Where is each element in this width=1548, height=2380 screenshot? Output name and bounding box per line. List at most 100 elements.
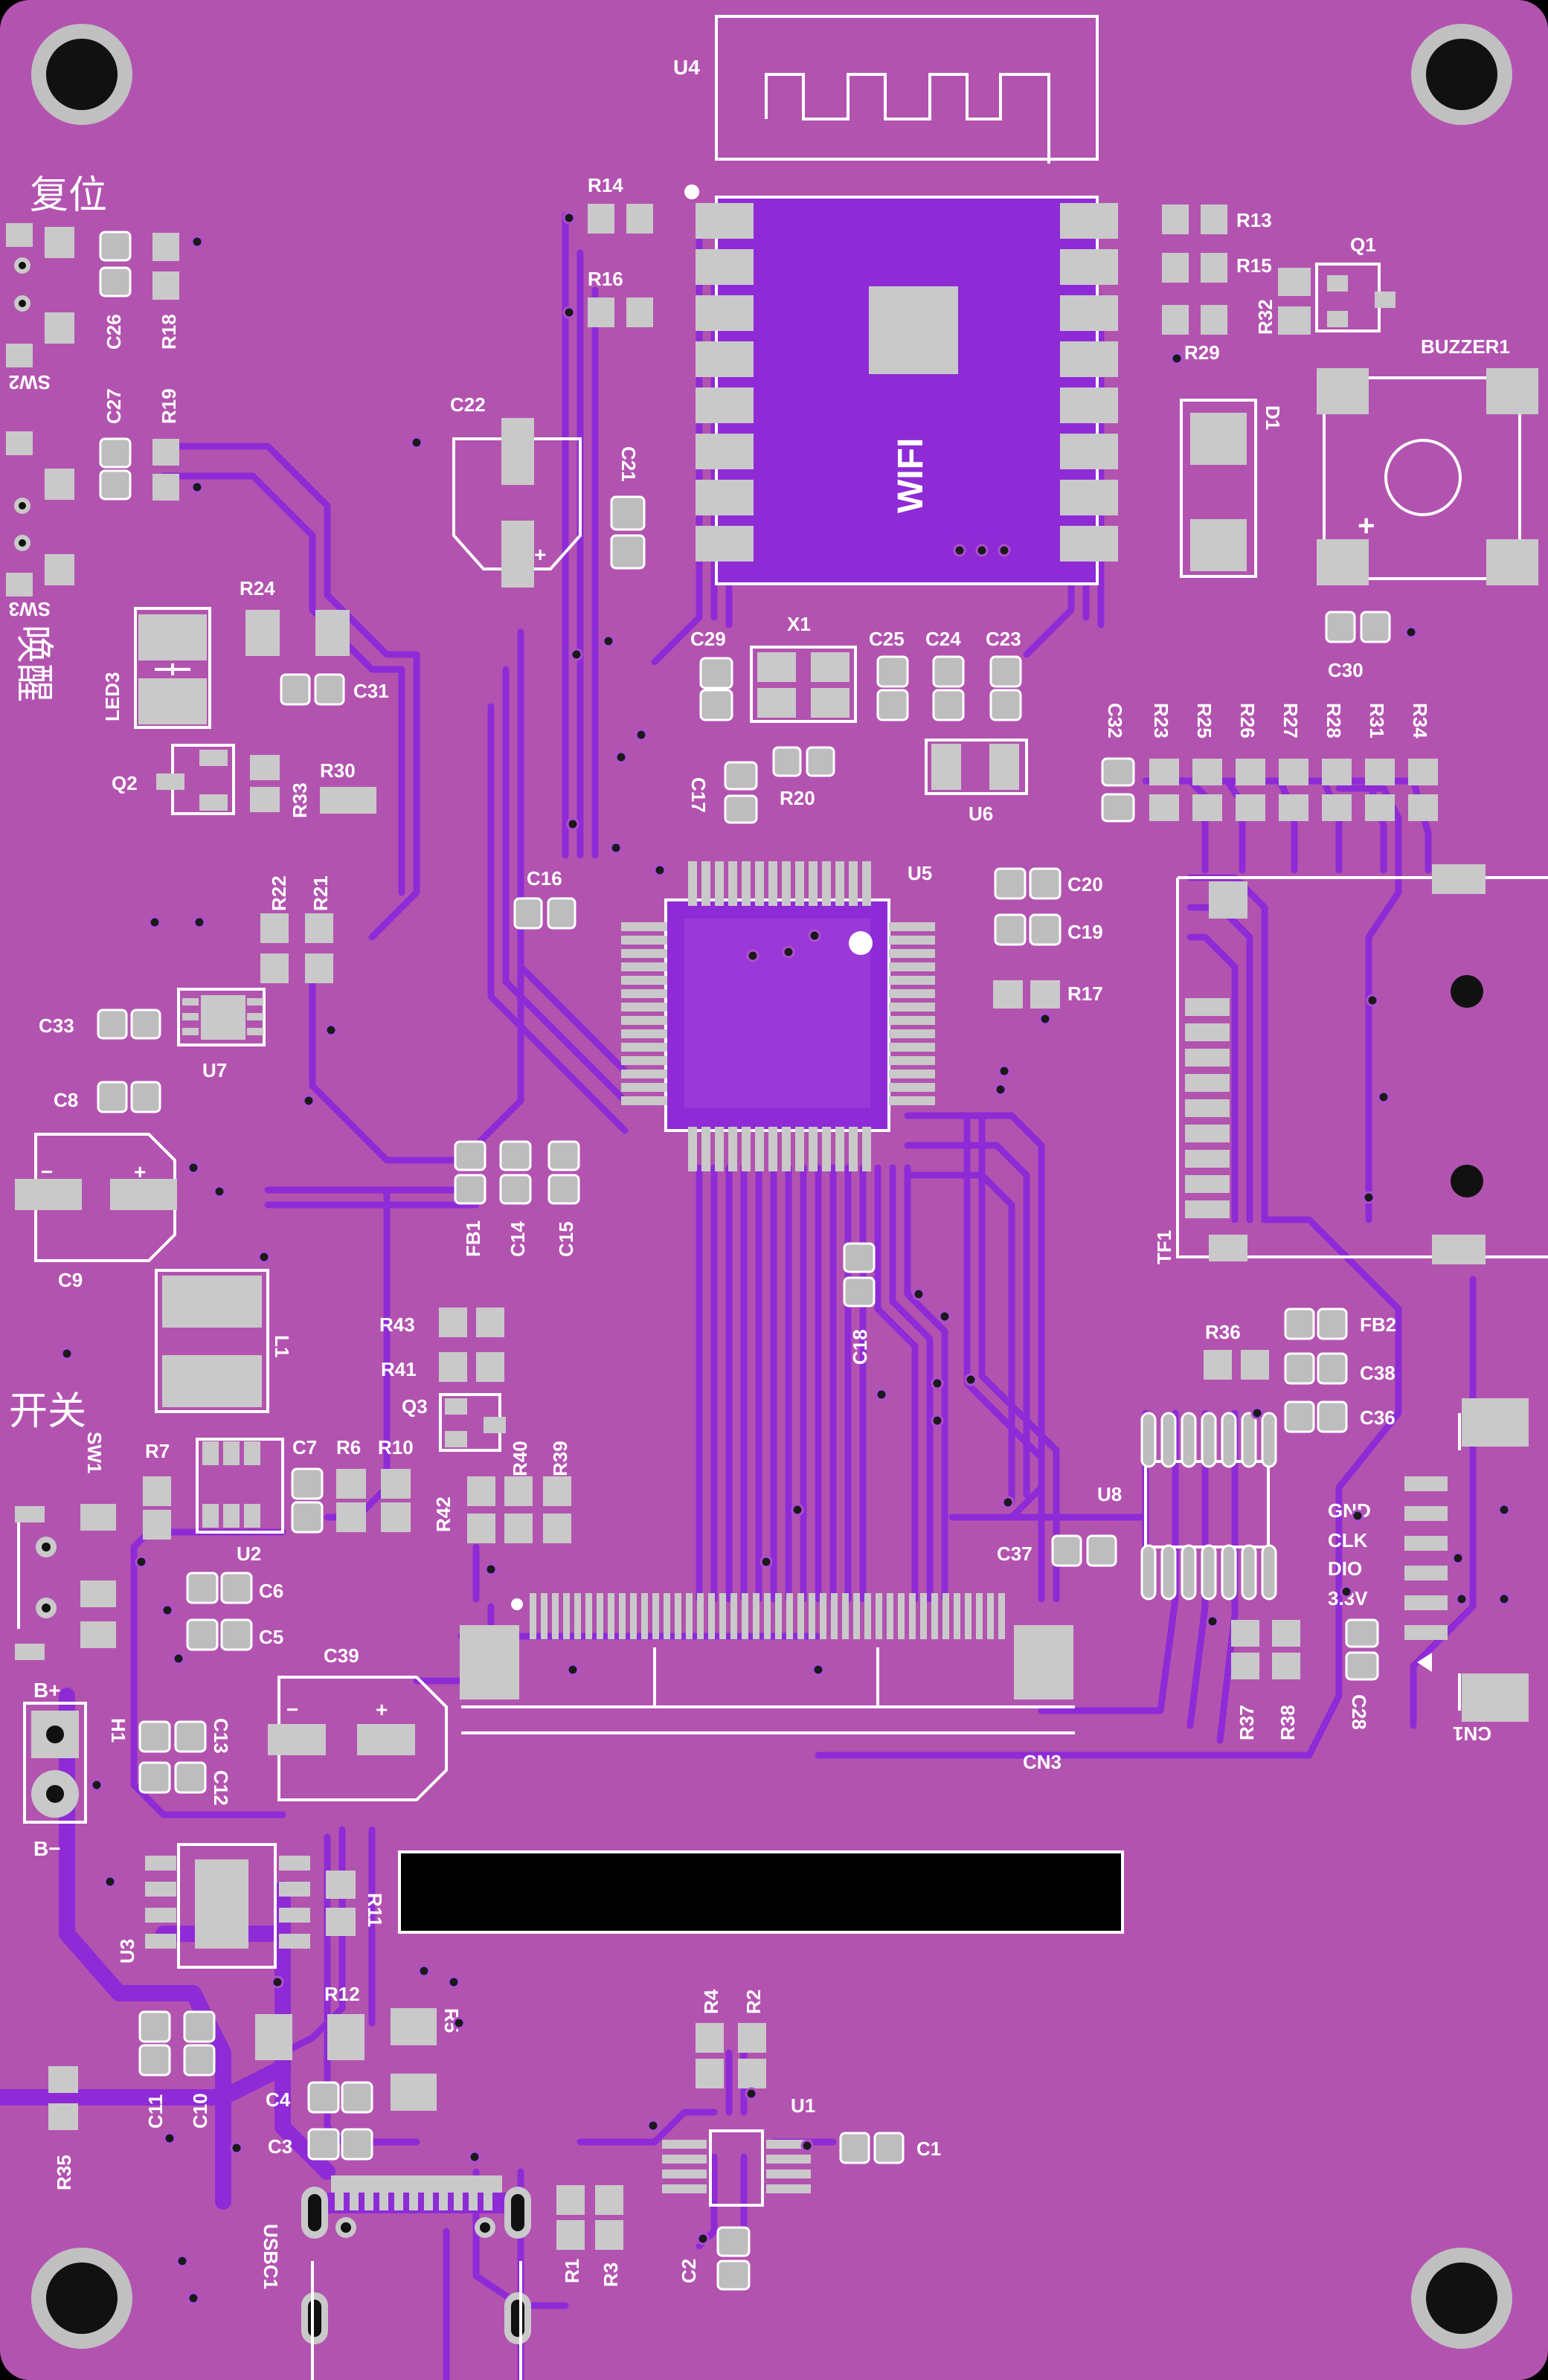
- u1-area: R4 R2 U1 C1 R1 R3 C2: [556, 1989, 941, 2291]
- designator-c33: C33: [39, 1014, 74, 1037]
- svg-text:+: +: [134, 1160, 146, 1183]
- designator-r19: R19: [158, 388, 180, 424]
- designator-c39: C39: [324, 1644, 359, 1667]
- designator-buzzer1: BUZZER1: [1421, 335, 1510, 358]
- u8-area: R36 FB2 C38 C36 U8 C37: [997, 1308, 1396, 1601]
- usb-c-connector: USBC1: [260, 2175, 531, 2380]
- designator-r7: R7: [145, 1440, 170, 1462]
- svg-text:+: +: [1358, 509, 1375, 542]
- buzzer: + BUZZER1: [1317, 335, 1538, 585]
- designator-u2: U2: [237, 1543, 261, 1565]
- designator-r3: R3: [600, 2262, 622, 2287]
- designator-cn3: CN3: [1023, 1751, 1062, 1773]
- designator-r39: R39: [549, 1441, 571, 1476]
- wifi-right-pads: [1060, 203, 1118, 562]
- designator-r12: R12: [324, 1983, 360, 2005]
- designator-r15: R15: [1236, 254, 1272, 277]
- designator-r41: R41: [381, 1358, 417, 1380]
- designator-q1: Q1: [1350, 234, 1376, 256]
- designator-r34: R34: [1409, 703, 1431, 739]
- label-reset: 复位: [30, 173, 107, 218]
- vias: [60, 211, 1511, 2305]
- designator-x1: X1: [787, 613, 811, 635]
- designator-c25: C25: [869, 628, 905, 650]
- designator-c6: C6: [259, 1580, 283, 1602]
- designator-c18: C18: [849, 1329, 871, 1365]
- designator-r22: R22: [268, 875, 290, 911]
- designator-c8: C8: [54, 1089, 78, 1111]
- designator-l1: L1: [271, 1335, 293, 1357]
- designator-c14: C14: [507, 1221, 529, 1257]
- u3-area: U3 R11: [116, 1843, 386, 1969]
- designator-r38: R38: [1276, 1705, 1299, 1740]
- designator-u1: U1: [791, 2094, 815, 2117]
- mcu-u5: U5: [621, 861, 935, 1171]
- q3-area: R43 R41 Q3 R42 R40 R39: [379, 1308, 571, 1543]
- designator-r37: R37: [1236, 1705, 1258, 1740]
- designator-r20: R20: [780, 787, 815, 809]
- designator-d1: D1: [1262, 405, 1284, 430]
- designator-c31: C31: [353, 680, 389, 702]
- designator-c10: C10: [189, 2093, 211, 2129]
- designator-c37: C37: [997, 1543, 1032, 1565]
- u5-bottom-pins: [688, 1127, 871, 1171]
- cap-c9: − + C9: [15, 1133, 177, 1291]
- designator-r31: R31: [1366, 703, 1388, 739]
- led3-area: LED3 R24 C31 Q2 R33 R30: [101, 577, 389, 818]
- designator-r4: R4: [700, 1989, 722, 2014]
- designator-r43: R43: [379, 1313, 415, 1336]
- u5-right-pins: [889, 922, 935, 1105]
- designator-c26: C26: [103, 314, 125, 350]
- designator-c3: C3: [268, 2135, 292, 2158]
- svg-text:−: −: [41, 1160, 53, 1183]
- designator-c29: C29: [690, 628, 726, 650]
- designator-c9: C9: [58, 1269, 83, 1291]
- designator-c15: C15: [555, 1221, 577, 1257]
- label-battery-plus: B+: [33, 1679, 61, 1702]
- designator-r6: R6: [336, 1436, 361, 1458]
- designator-r17: R17: [1067, 982, 1103, 1005]
- designator-r33: R33: [289, 782, 311, 818]
- designator-c7: C7: [292, 1436, 317, 1458]
- battery-header-h1: B+ B− H1 C13 C12: [23, 1679, 232, 1860]
- designator-c38: C38: [1360, 1362, 1396, 1384]
- display-slot: [398, 1850, 1124, 1934]
- designator-c32: C32: [1104, 703, 1126, 739]
- designator-r27: R27: [1279, 703, 1302, 739]
- designator-r23: R23: [1150, 703, 1172, 739]
- designator-r1: R1: [561, 2259, 583, 2283]
- designator-r32: R32: [1254, 299, 1276, 335]
- connector-cn3: CN3: [460, 1593, 1075, 1773]
- passives-top: R14 R16 R13 R15 R29 R32 Q1: [588, 174, 1396, 364]
- cn3-pins: [530, 1593, 1005, 1639]
- designator-c28: C28: [1348, 1694, 1370, 1730]
- svg-text:+: +: [376, 1698, 388, 1721]
- mcu-caps: C16 C20 C19 R17 C18 FB1 C14 C15: [454, 867, 1103, 1365]
- cap-c39: − + C39: [268, 1644, 448, 1801]
- designator-c24: C24: [925, 628, 961, 650]
- designator-r40: R40: [509, 1441, 531, 1476]
- designator-u3: U3: [116, 1939, 138, 1964]
- designator-u5: U5: [908, 862, 932, 884]
- designator-c1: C1: [916, 2138, 941, 2160]
- designator-r11: R11: [364, 1893, 386, 1927]
- pin-gnd: GND: [1328, 1499, 1371, 1522]
- designator-q2: Q2: [112, 772, 138, 794]
- label-power-switch: 开关: [9, 1389, 86, 1434]
- mounting-holes: [31, 24, 1512, 2349]
- designator-fb1: FB1: [462, 1220, 484, 1257]
- u7-area: R22 R21 U7 C33 C8: [39, 875, 333, 1113]
- wifi-label: WIFI: [891, 438, 931, 513]
- crystal-area: C29 X1 C25 C24 C23 U6 R20 C17 C30: [687, 611, 1391, 825]
- designator-c30: C30: [1328, 659, 1364, 681]
- svg-text:−: −: [286, 1698, 298, 1721]
- designator-c11: C11: [144, 2094, 167, 2129]
- designator-r30: R30: [320, 759, 356, 782]
- power-switch: 开关 SW1 R7: [9, 1389, 171, 1660]
- tf-card-slot: TF1: [1153, 864, 1548, 1264]
- designator-r21: R21: [309, 875, 332, 911]
- designator-c21: C21: [617, 446, 640, 482]
- u2-area: U2 C7 R6 R10 C6 C5: [186, 1436, 414, 1651]
- designator-r18: R18: [158, 314, 180, 350]
